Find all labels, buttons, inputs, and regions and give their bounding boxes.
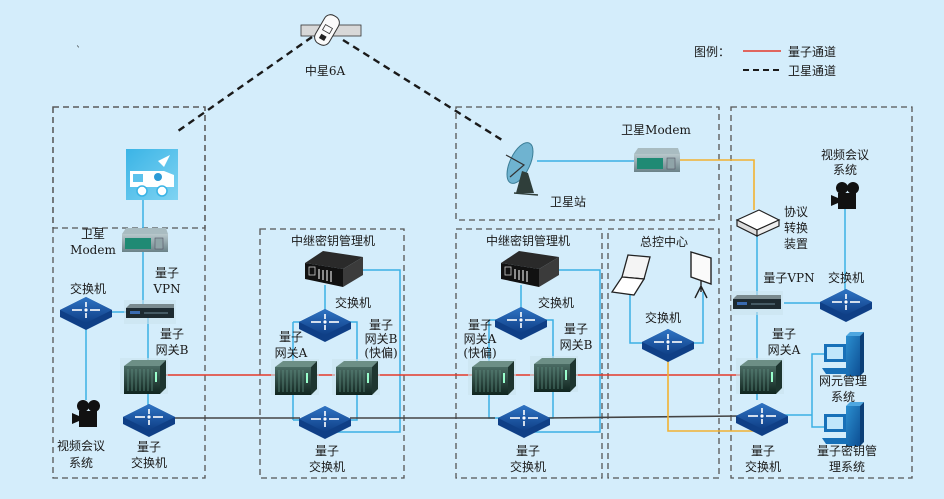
satellite-vehicle-icon (126, 149, 178, 200)
right-quantum-gateway-a (735, 357, 785, 395)
nms-label-2: 系统 (831, 390, 855, 404)
right-video-label-1: 视频会议 (821, 147, 869, 162)
relay1-gwb-label-3: (快偏) (364, 345, 397, 360)
left-gateway-label-2: 网关B (156, 343, 189, 357)
relay1-gwa-label-2: 网关A (275, 346, 308, 360)
right-qswitch-label-2: 交换机 (745, 459, 781, 474)
ground-satellite-modem (633, 147, 681, 173)
laptop-icon (610, 254, 651, 296)
right-gateway-label-2: 网关A (768, 343, 801, 357)
nms-label-1: 网元管理 (819, 373, 867, 388)
zone-left-site-lower (52, 106, 206, 479)
left-video-camera-icon (72, 400, 100, 427)
zone-relay-2 (455, 228, 603, 479)
zone-control-center (607, 228, 720, 479)
relay1-gwb-label-2: 网关B (365, 332, 398, 346)
relay1-quantum-gateway-b (331, 358, 381, 396)
zone-right-site (730, 106, 913, 479)
converter-label-1: 协议 (784, 204, 808, 219)
relay1-title: 中继密钥管理机 (291, 233, 375, 248)
converter-label-2: 转换 (784, 220, 808, 235)
relay2-title: 中继密钥管理机 (486, 233, 570, 248)
right-quantum-vpn (730, 290, 784, 316)
zone-ground-station (455, 106, 720, 221)
satellite-link-left (177, 36, 313, 132)
projector-screen-icon (690, 251, 712, 299)
left-switch-icon (59, 296, 113, 331)
relay1-quantum-gateway-a (270, 358, 320, 396)
ground-modem-label: 卫星Modem (621, 123, 691, 137)
modem-to-converter-link (680, 159, 755, 210)
relay1-switch-label: 交换机 (335, 295, 371, 310)
left-quantum-vpn (123, 299, 177, 325)
relay2-gwb-label-2: 网关B (560, 338, 593, 352)
relay1-gwa-label-1: 量子 (279, 330, 303, 344)
relay1-qswitch-label-2: 交换机 (309, 459, 345, 474)
satellite-dish-icon (505, 142, 539, 196)
control-switch-icon (641, 328, 695, 363)
relay1-gwb-label-1: 量子 (369, 318, 393, 332)
right-video-label-2: 系统 (833, 163, 857, 177)
relay2-gwa-label-1: 量子 (468, 318, 492, 332)
relay2-qswitch-label-1: 量子 (516, 444, 540, 458)
left-video-label-1: 视频会议 (57, 438, 105, 453)
left-quantum-switch-icon (122, 403, 176, 438)
right-qswitch-label-1: 量子 (751, 444, 775, 458)
relay1-key-server (304, 250, 364, 288)
legend-satellite-label: 卫星通道 (788, 64, 836, 78)
relay2-switch-icon (494, 306, 548, 341)
left-quantum-gateway-b (119, 357, 169, 395)
left-switch-label: 交换机 (70, 281, 106, 296)
left-modem-label-1: 卫星 (81, 227, 105, 241)
relay2-gwa-label-2: 网关A (464, 332, 497, 346)
relay1-qswitch-label-1: 量子 (315, 444, 339, 458)
kms-label-2: 理系统 (829, 460, 865, 474)
left-qswitch-label-1: 量子 (137, 440, 161, 454)
relay2-switch-label: 交换机 (538, 295, 574, 310)
relay2-quantum-switch-icon (497, 404, 551, 439)
left-modem-label-2: Modem (70, 243, 116, 257)
quantum-switch-backbone (168, 415, 741, 419)
left-vpn-label-1: 量子 (155, 266, 179, 280)
right-switch-icon (819, 288, 873, 323)
relay2-quantum-gateway-b (529, 355, 579, 393)
relay2-gwa-label-3: (快偏) (463, 345, 496, 360)
legend: 图例： 量子通道 卫星通道 (694, 45, 836, 78)
stray-mark: ` (76, 46, 81, 57)
zone-relay-1 (259, 228, 405, 479)
control-center-title: 总控中心 (640, 234, 688, 249)
relay2-qswitch-label-2: 交换机 (510, 459, 546, 474)
right-switch-label: 交换机 (828, 270, 864, 285)
kms-label-1: 量子密钥管 (817, 443, 877, 458)
converter-label-3: 装置 (784, 237, 808, 251)
right-gateway-label-1: 量子 (772, 327, 796, 341)
right-video-camera-icon (831, 182, 859, 209)
left-vpn-label-2: VPN (152, 282, 180, 296)
control-to-switch-link (667, 352, 765, 432)
satellite-label: 中星6A (305, 63, 346, 78)
satellite-icon (300, 14, 362, 46)
left-qswitch-label-2: 交换机 (131, 455, 167, 470)
relay1-quantum-switch-icon (298, 405, 352, 440)
relay2-quantum-gateway-a (467, 358, 517, 396)
legend-title: 图例： (694, 45, 730, 59)
left-gateway-label-1: 量子 (160, 327, 184, 341)
control-switch-label: 交换机 (645, 310, 681, 325)
ground-station-label: 卫星站 (550, 195, 586, 209)
satellite-link-right (342, 38, 503, 142)
left-satellite-modem (121, 227, 169, 253)
relay1-switch-icon (298, 308, 352, 343)
relay2-gwb-label-1: 量子 (564, 322, 588, 336)
left-video-label-2: 系统 (69, 456, 93, 470)
kms-computer-icon (822, 402, 864, 446)
right-vpn-label: 量子VPN (763, 271, 814, 285)
nms-computer-icon (822, 332, 864, 376)
relay2-key-server (500, 250, 560, 288)
protocol-converter-icon (735, 209, 781, 237)
legend-quantum-label: 量子通道 (788, 45, 836, 59)
